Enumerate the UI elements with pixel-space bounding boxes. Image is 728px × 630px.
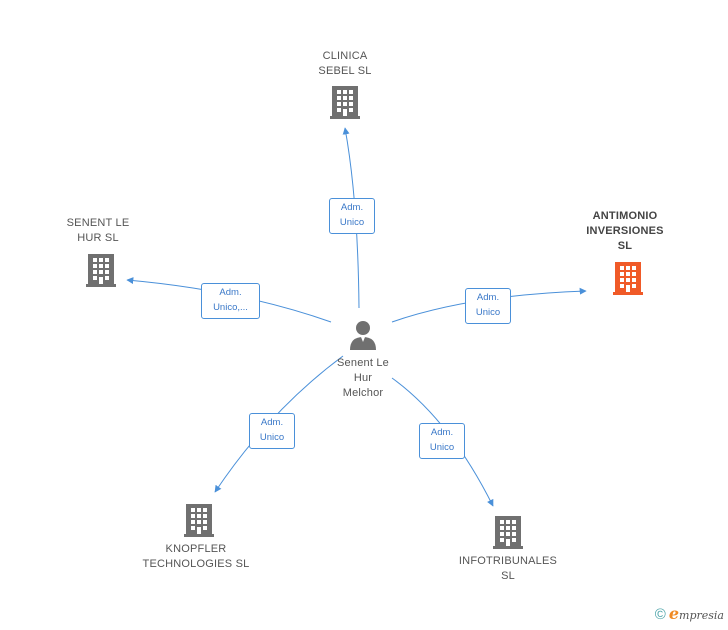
edge-label-antimonio: Adm. Unico (465, 288, 511, 324)
brand-name: mpresia (679, 609, 724, 622)
brand-initial: e (668, 604, 680, 623)
company-label-infotribunales[interactable]: INFOTRIBUNALES SL (458, 555, 558, 582)
company-label-knopfler[interactable]: KNOPFLER TECHNOLOGIES SL (142, 543, 250, 570)
brand-logo[interactable]: empresia (669, 604, 724, 624)
company-label-senent[interactable]: SENENT LE HUR SL (66, 217, 130, 244)
company-label-antimonio[interactable]: ANTIMONIO INVERSIONES SL (586, 210, 664, 252)
brand-footer: © empresia (655, 604, 724, 624)
building-icon-antimonio[interactable] (613, 262, 643, 295)
edge-label-clinica: Adm. Unico (329, 198, 375, 234)
edge-label-senent: Adm. Unico,... (201, 283, 260, 319)
building-icon-infotribunales[interactable] (493, 516, 523, 549)
person-label[interactable]: Senent Le Hur Melchor (337, 357, 389, 399)
copyright-icon: © (654, 605, 666, 623)
building-icon-knopfler[interactable] (184, 504, 214, 537)
building-icon-clinica[interactable] (330, 86, 360, 119)
person-icon[interactable] (350, 321, 376, 350)
company-label-clinica[interactable]: CLINICA SEBEL SL (318, 50, 372, 77)
building-icon-senent[interactable] (86, 254, 116, 287)
edge-label-knopfler: Adm. Unico (249, 413, 295, 449)
edge-label-infotribunales: Adm. Unico (419, 423, 465, 459)
